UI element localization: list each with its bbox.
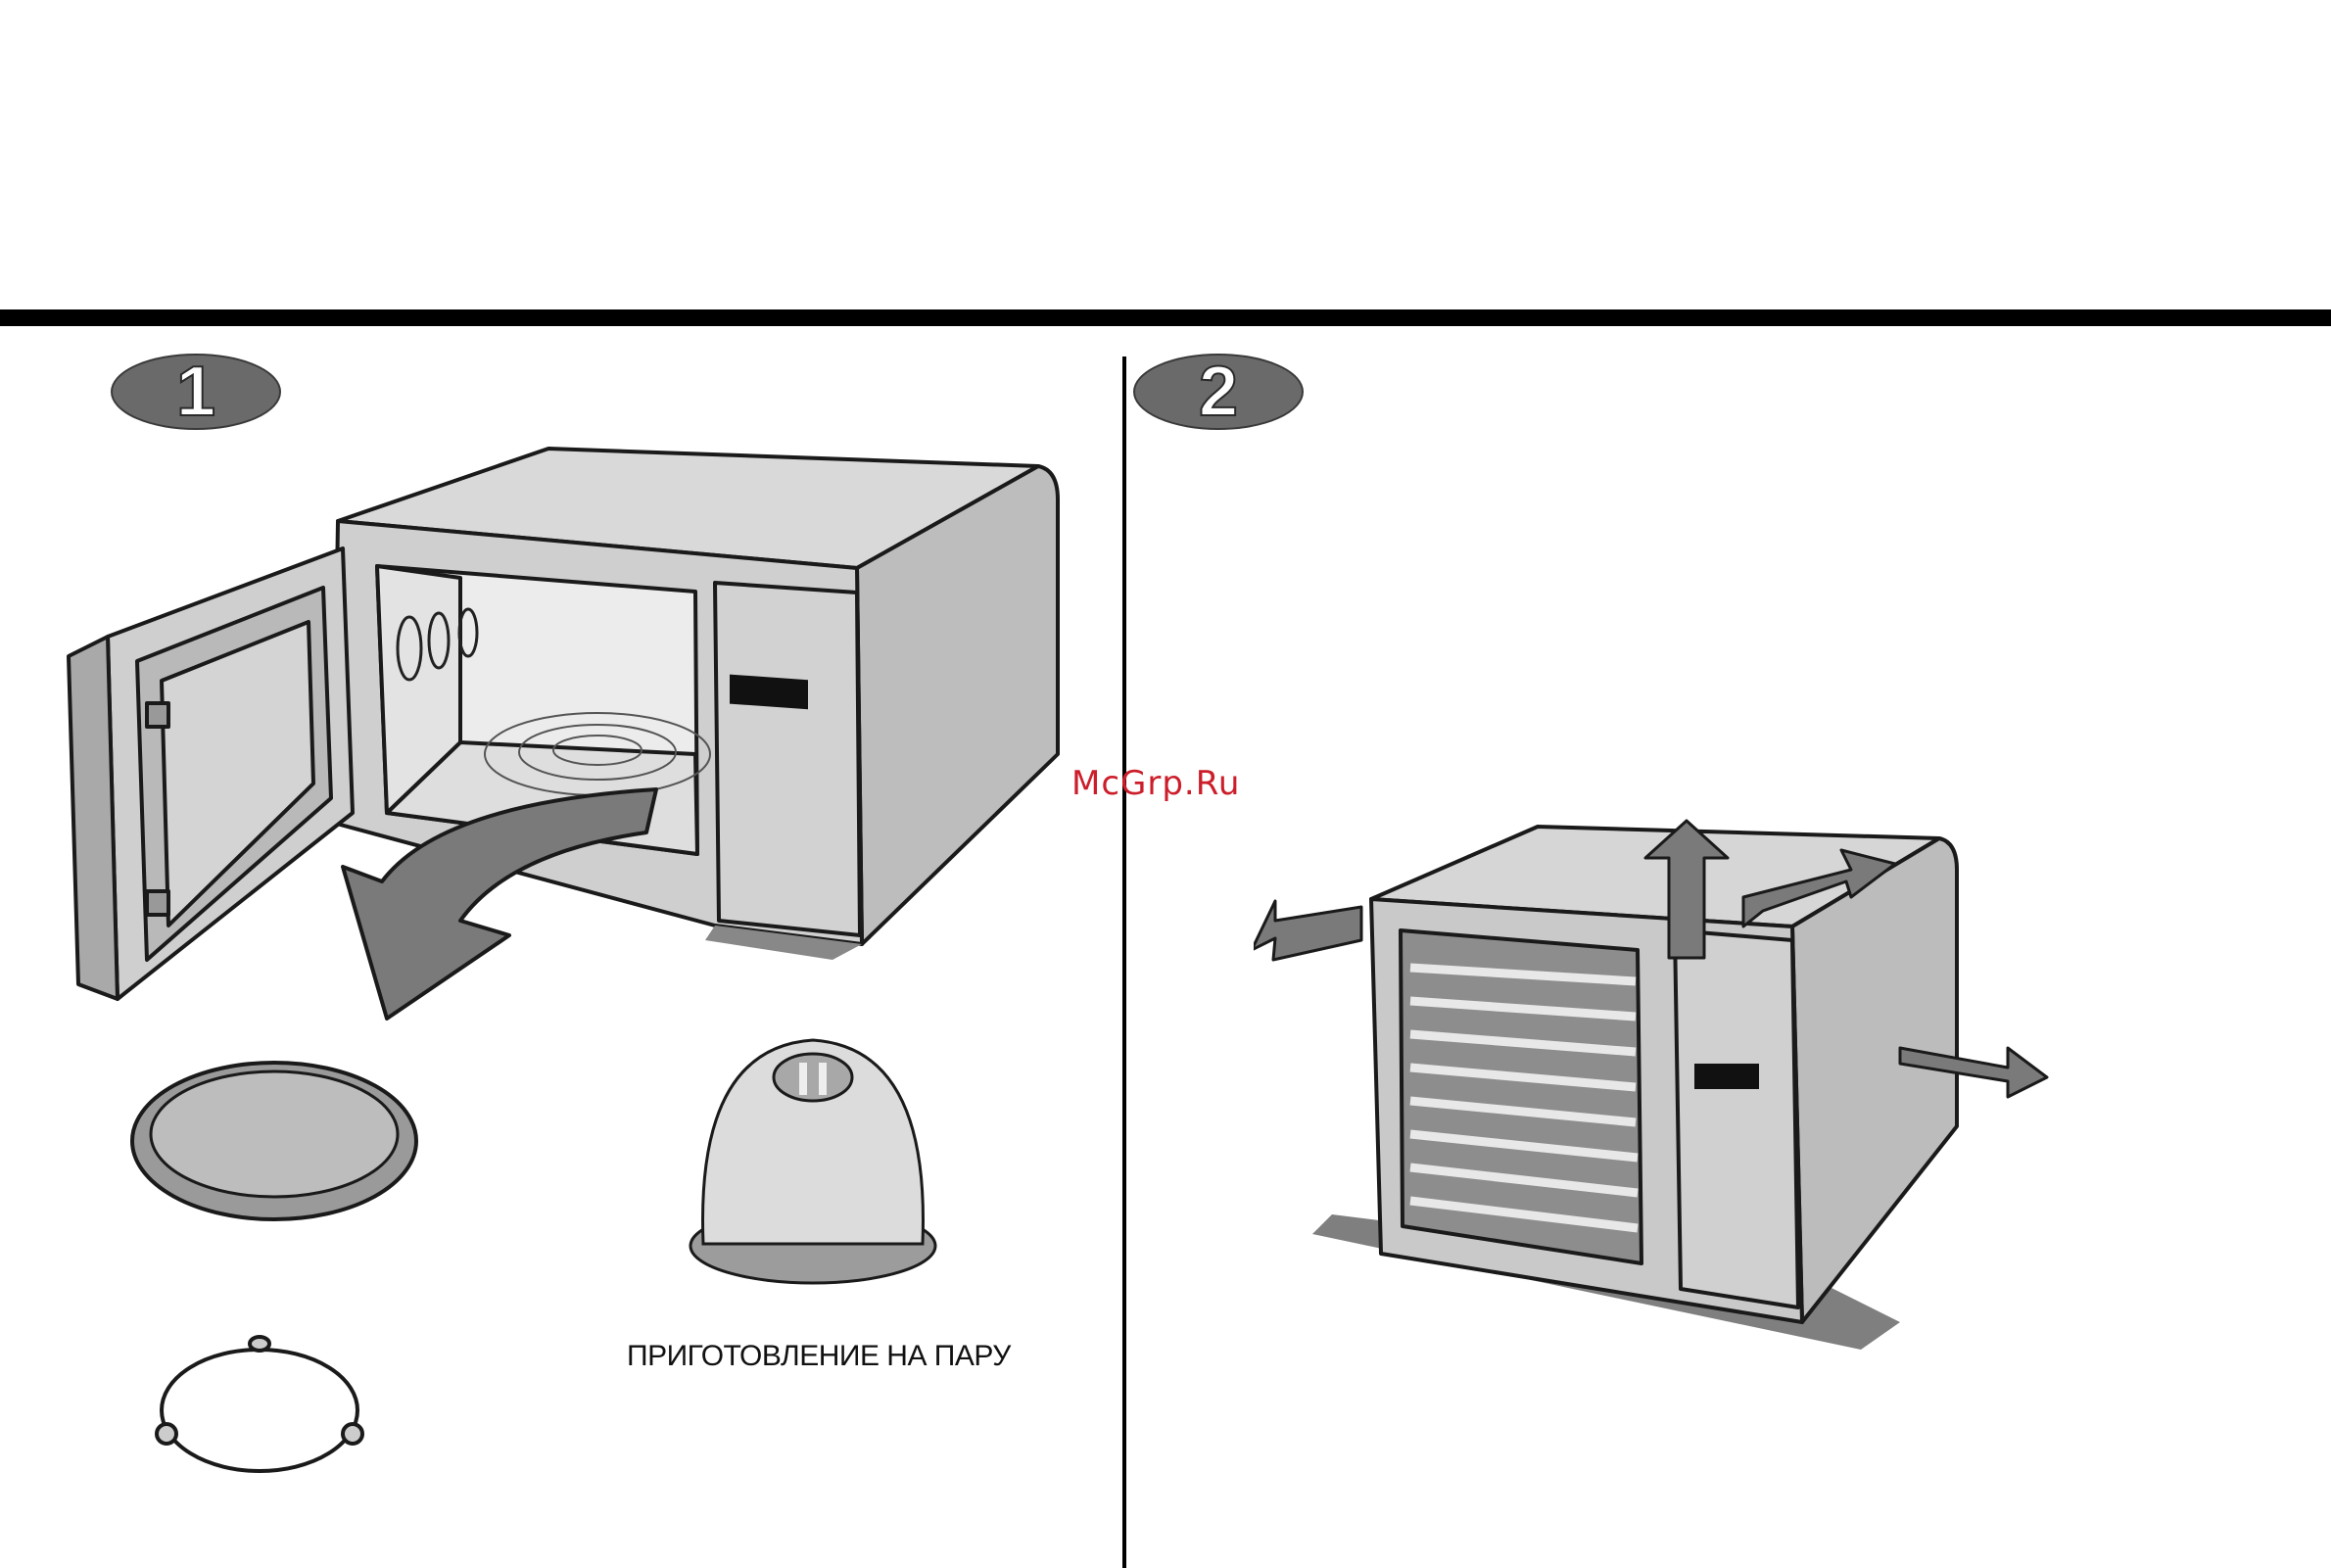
- watermark-text: McGrp.Ru: [1071, 764, 1240, 803]
- open-microwave-illustration: [49, 431, 1087, 1547]
- microwave-door: [69, 548, 353, 999]
- arrow-left: [1254, 901, 1361, 960]
- glass-tray-icon: [132, 1063, 416, 1219]
- top-rule: [0, 309, 2331, 326]
- microwave-rear-ventilation-illustration: [1254, 803, 2135, 1371]
- center-divider: [1122, 356, 1126, 1568]
- step-1-number: 1: [176, 353, 215, 431]
- steam-cooking-caption: ПРИГОТОВЛЕНИЕ НА ПАРУ: [627, 1340, 1077, 1373]
- step-2-badge: 2: [1132, 353, 1305, 431]
- roller-ring-icon: [157, 1337, 362, 1471]
- step-2-number: 2: [1199, 353, 1238, 431]
- steam-dome-icon: [690, 1040, 935, 1283]
- step-1-badge: 1: [110, 353, 282, 431]
